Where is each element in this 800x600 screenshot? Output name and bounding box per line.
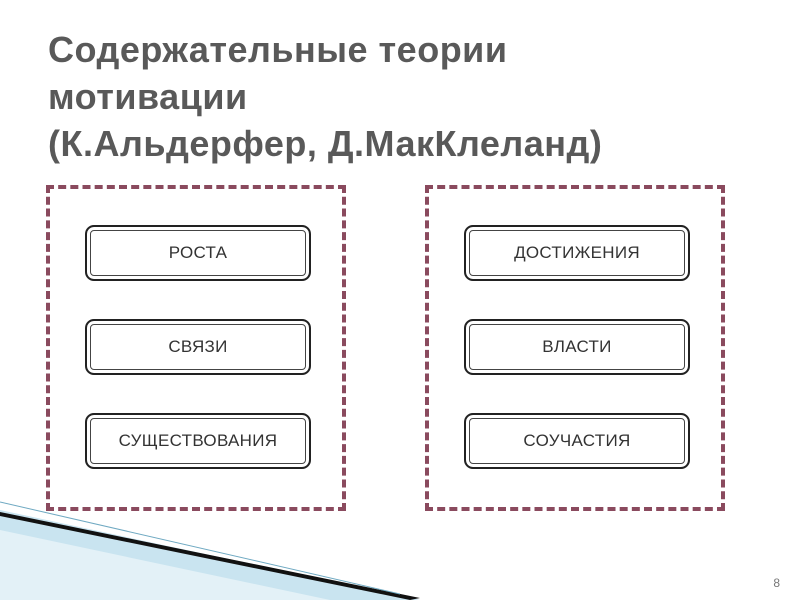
mcclelland-item-power: ВЛАСТИ	[464, 319, 690, 375]
title-line-3: (К.Альдерфер, Д.МакКлеланд)	[48, 123, 603, 164]
decor-light-band-2	[0, 530, 330, 600]
title-line-1: Содержательные теории	[48, 29, 508, 70]
decorative-swoosh	[0, 501, 420, 600]
alderfer-group-frame: РОСТА СВЯЗИ СУЩЕСТВОВАНИЯ	[46, 185, 346, 511]
alderfer-item-growth: РОСТА	[85, 225, 311, 281]
mcclelland-group-frame: ДОСТИЖЕНИЯ ВЛАСТИ СОУЧАСТИЯ	[425, 185, 725, 511]
mcclelland-item-achievement: ДОСТИЖЕНИЯ	[464, 225, 690, 281]
mcclelland-item-affiliation: СОУЧАСТИЯ	[464, 413, 690, 469]
alderfer-item-existence: СУЩЕСТВОВАНИЯ	[85, 413, 311, 469]
page-number: 8	[773, 576, 780, 590]
alderfer-item-relatedness: СВЯЗИ	[85, 319, 311, 375]
slide-title: Содержательные теории мотивации (К.Альде…	[48, 26, 768, 167]
title-line-2: мотивации	[48, 76, 248, 117]
decor-thin-line	[0, 501, 401, 595]
decor-dark-stroke	[0, 512, 420, 600]
